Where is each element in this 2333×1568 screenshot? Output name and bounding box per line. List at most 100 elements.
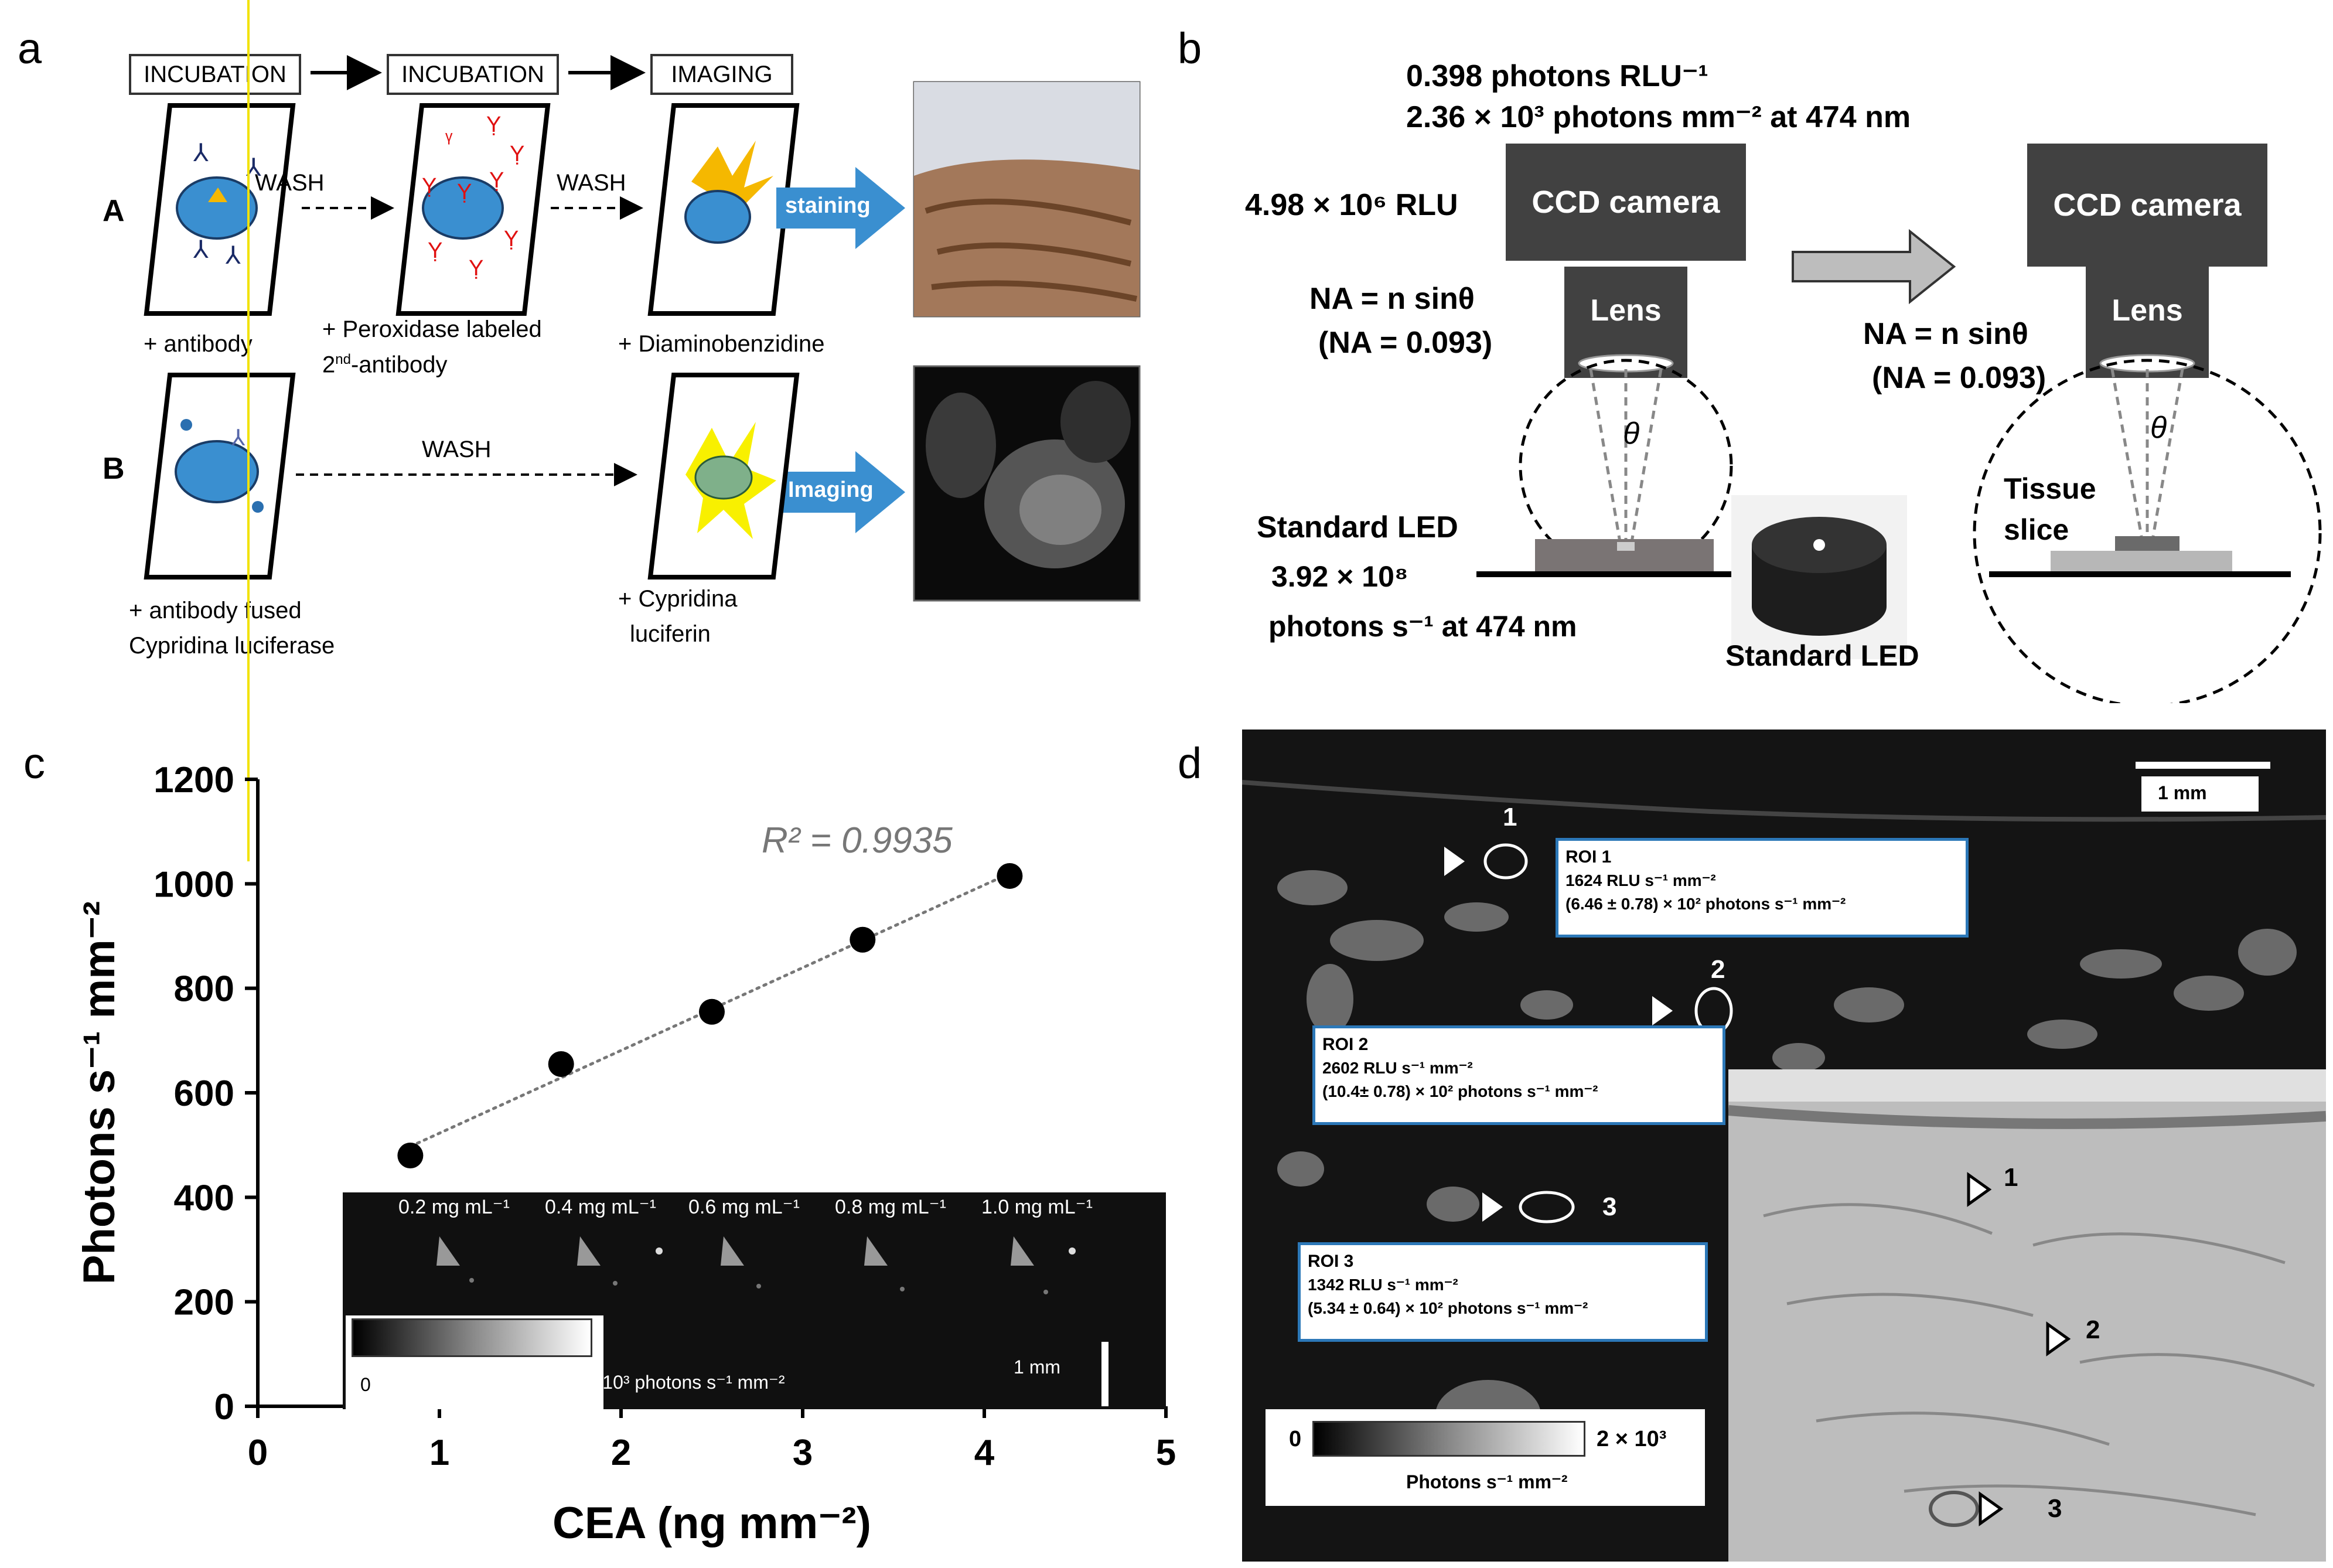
svg-text:Ỵ: Ỵ [457,180,472,204]
ccd-camera-2: CCD camera [2027,144,2267,267]
roi-1-box: ROI 1 1624 RLU s⁻¹ mm⁻² (6.46 ± 0.78) × … [1556,838,1969,938]
brightfield-inset: 1 2 3 [1728,1069,2326,1562]
inset-colorbar [352,1318,592,1357]
scale-bar-label: 1 mm [2158,782,2207,803]
y-tick-label: 1000 [154,864,234,905]
bf-number-2: 2 [2086,1315,2100,1344]
svg-text:⅄: ⅄ [193,236,209,263]
bf-arrow-1 [1967,1172,1992,1207]
panel-letter-b: b [1178,24,1202,73]
x-tick-label: 2 [611,1433,631,1473]
bf-number-1: 1 [2004,1163,2018,1192]
staining-label: staining [785,193,871,218]
inset-label-1: 0.2 mg mL⁻¹ [398,1196,510,1218]
bf-arrow-2 [2046,1321,2071,1356]
data-point [699,998,725,1025]
led-photons-1: 3.92 × 10⁸ [1271,560,1408,593]
x-tick-label: 1 [429,1433,449,1473]
tissue-colorbar-box: 0 2 × 10³ Photons s⁻¹ mm⁻² [1266,1409,1705,1506]
yellow-guide-line [247,0,250,861]
x-axis-label: CEA (ng mm⁻²) [552,1498,871,1548]
data-point [548,1051,574,1077]
panel-letter-d: d [1178,739,1202,788]
y-tick-label: 600 [174,1073,234,1114]
svg-text:Ỵ: Ỵ [428,238,442,263]
na-formula-2: NA = n sinθ [1863,317,2028,351]
rlu-ratio: 0.398 photons RLU⁻¹ [1406,59,1708,93]
inset-label-4: 0.8 mg mL⁻¹ [835,1196,946,1218]
slide-a3 [647,103,800,316]
standard-led-label: Standard LED [1257,510,1458,544]
wash-label-a1: WASH [255,170,325,196]
x-tick-label: 3 [793,1433,813,1473]
svg-text:⅄: ⅄ [193,139,209,166]
roi-1-outline [1483,843,1528,880]
roi-2-arrow [1652,996,1673,1025]
theta-2: θ [2150,411,2167,445]
svg-text:⅄: ⅄ [231,426,245,451]
rlu-value: 4.98 × 10⁶ RLU [1245,188,1458,222]
tissue-colorbar [1312,1421,1585,1457]
slide-b2 [647,373,800,580]
roi-number-2: 2 [1711,955,1725,984]
svg-text:Ỵ: Ỵ [489,168,504,193]
caption-b2-line1: + Cypridina [618,586,738,612]
slide-b1: ⅄ [144,373,296,580]
tissue-label-1: Tissue [2004,472,2096,505]
inset-colorbar-box: 0 [346,1315,603,1409]
tissue-label-2: slice [2004,513,2069,546]
caption-a2-line1: + Peroxidase labeled [322,316,542,342]
tissue-colorbar-label: Photons s⁻¹ mm⁻² [1406,1471,1568,1492]
imaging-arrow [776,451,905,533]
roi-1-arrow [1444,847,1465,876]
inset-label-5: 1.0 mg mL⁻¹ [981,1196,1093,1218]
ccd-camera-1: CCD camera [1506,144,1746,261]
y-tick-label: 0 [214,1387,234,1427]
inset-colorbar-min: 0 [360,1374,371,1395]
svg-text:Ỵ: Ỵ [422,174,436,199]
inset-label-3: 0.6 mg mL⁻¹ [688,1196,800,1218]
roi-number-1: 1 [1503,803,1517,831]
roi-number-3: 3 [1602,1192,1617,1221]
slide-a1: ⅄ ⅄ ⅄ ⅄ [144,103,296,316]
svg-text:⅄: ⅄ [225,241,241,269]
standard-led-photo-label: Standard LED [1725,639,1919,672]
data-point [997,863,1023,889]
inset-scale-bar: 1 mm [1014,1356,1060,1378]
caption-b1-line2: Cypridina luciferase [129,633,335,659]
na-circle-2 [1973,359,2322,703]
inset-label-2: 0.4 mg mL⁻¹ [545,1196,656,1218]
y-tick-label: 1200 [154,760,234,800]
tissue-slice [2115,536,2179,551]
tissue-colorbar-max: 2 × 10³ [1597,1427,1667,1451]
caption-a3: + Diaminobenzidine [618,331,825,357]
na-value-2: (NA = 0.093) [1872,361,2047,395]
tissue-colorbar-min: 0 [1289,1427,1302,1451]
theta-1: θ [1623,417,1640,451]
caption-b1-line1: + antibody fused [129,598,302,623]
roi-2-box: ROI 2 2602 RLU s⁻¹ mm⁻² (10.4± 0.78) × 1… [1312,1025,1725,1125]
step-label-2: INCUBATION [387,54,559,95]
panel-letter-a: a [18,24,42,73]
luminescence-tissue-image: 1 mm 1 2 3 ROI 1 1624 RLU s⁻¹ mm⁻² (6.46… [1242,730,2326,1562]
svg-text:Ỵ: Ỵ [504,227,519,251]
y-axis-label: Photons s⁻¹ mm⁻² [74,901,124,1284]
caption-a1: + antibody [144,331,253,357]
roi-3-box: ROI 3 1342 RLU s⁻¹ mm⁻² (5.34 ± 0.64) × … [1298,1242,1708,1342]
roi-3-arrow [1482,1192,1503,1222]
svg-text:Ỵ: Ỵ [469,256,483,281]
step-label-1: INCUBATION [129,54,301,95]
luminescence-image [913,365,1141,602]
bf-arrow-3 [1979,1491,2004,1526]
step-label-3: IMAGING [650,54,793,95]
na-formula-1: NA = n sinθ [1309,282,1475,316]
staining-image [913,81,1141,318]
row-label-A: A [103,194,125,228]
led-photons-2: photons s⁻¹ at 474 nm [1268,610,1577,643]
photons-area: 2.36 × 10³ photons mm⁻² at 474 nm [1406,100,1911,134]
y-tick-label: 400 [174,1178,234,1218]
y-tick-label: 200 [174,1283,234,1323]
staining-arrow [776,167,905,249]
